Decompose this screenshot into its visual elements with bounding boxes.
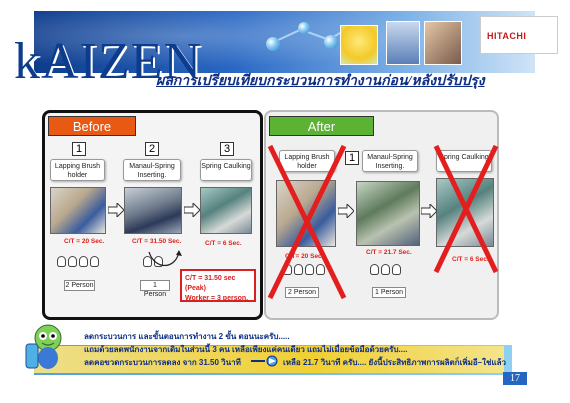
- arrow-right-icon: [338, 204, 354, 218]
- after-step-num-1: 1: [345, 151, 359, 165]
- return-arrow-icon: [148, 250, 182, 267]
- after-photo-1: [276, 180, 336, 247]
- before-step-2: Manaul-Spring Inserting.: [123, 159, 181, 181]
- header-banner: [34, 11, 535, 73]
- after-person-2: 1 Person: [372, 287, 406, 298]
- people-image: [424, 21, 462, 65]
- after-ct-1: C/T= 20 Sec.: [285, 253, 324, 260]
- after-workers-1: [283, 264, 325, 275]
- after-ct-3: C/T = 6 Sec.: [452, 256, 489, 263]
- before-ct-2: C/T = 31.50 Sec.: [132, 238, 182, 245]
- before-photo-1: [50, 187, 106, 234]
- before-ct-3: C/T = 6 Sec.: [205, 240, 242, 247]
- note-1: ลดกระบวนการ และขั้นตอนการทำงาน 2 ขั้น ตอ…: [84, 332, 290, 341]
- removed-step-cross-icon: [267, 144, 347, 300]
- brand-title: kAIZEN: [14, 33, 202, 90]
- before-person-1: 2 Person: [64, 280, 95, 291]
- before-photo-3: [200, 187, 252, 234]
- after-step-2: Manaul-Spring Inserting.: [362, 150, 418, 172]
- arrow-right-icon: [108, 203, 124, 217]
- arrow-right-icon: [184, 203, 200, 217]
- office-image: [386, 21, 420, 65]
- mascot-image: [340, 25, 378, 65]
- logo-text: HITACHI: [487, 31, 527, 41]
- after-photo-2: [356, 181, 420, 246]
- after-workers-2: [370, 264, 401, 275]
- after-person-1: 2 Person: [285, 287, 319, 298]
- before-step-num-2: 2: [145, 142, 159, 156]
- before-workers-1: [57, 256, 99, 267]
- page-number: 17: [503, 372, 527, 385]
- removed-step-cross-icon: [433, 144, 499, 274]
- before-label: Before: [48, 116, 136, 136]
- before-step-3: Spring Caulking: [200, 159, 252, 181]
- before-summary-worker: Worker = 3 person.: [185, 295, 249, 302]
- note-3: ลดคอขวดกระบวนการลดลง จาก 31.50 วินาที: [84, 358, 241, 367]
- mascot-icon: [22, 322, 70, 372]
- before-summary: C/T = 31.50 sec (Peak) Worker = 3 person…: [180, 269, 256, 302]
- note-2: แถมด้วยลดพนักงานจากเดิมในส่วนนี้ 3 คน เห…: [84, 345, 408, 354]
- after-step-3: Spring Caulking: [436, 150, 492, 172]
- before-photo-2: [124, 187, 182, 234]
- after-label: After: [269, 116, 374, 136]
- arrow-right-icon: [421, 204, 437, 218]
- before-step-num-1: 1: [72, 142, 86, 156]
- before-step-1: Lapping Brush holder: [50, 159, 105, 181]
- page-title: ผลการเปรียบเทียบกระบวนการทำงานก่อน/หลังป…: [156, 74, 485, 89]
- arrow-right-icon: [251, 355, 278, 367]
- note-4: เหลือ 21.7 วินาที ครับ.... ยังนี้ประสิทธ…: [283, 358, 507, 367]
- after-ct-2: C/T = 21.7 Sec.: [366, 249, 412, 256]
- before-step-num-3: 3: [220, 142, 234, 156]
- before-ct-1: C/T = 20 Sec.: [64, 238, 105, 245]
- hitachi-logo: HITACHI: [480, 16, 558, 54]
- before-person-2: 1 Person: [140, 280, 170, 298]
- before-summary-ct: C/T = 31.50 sec (Peak): [185, 275, 236, 292]
